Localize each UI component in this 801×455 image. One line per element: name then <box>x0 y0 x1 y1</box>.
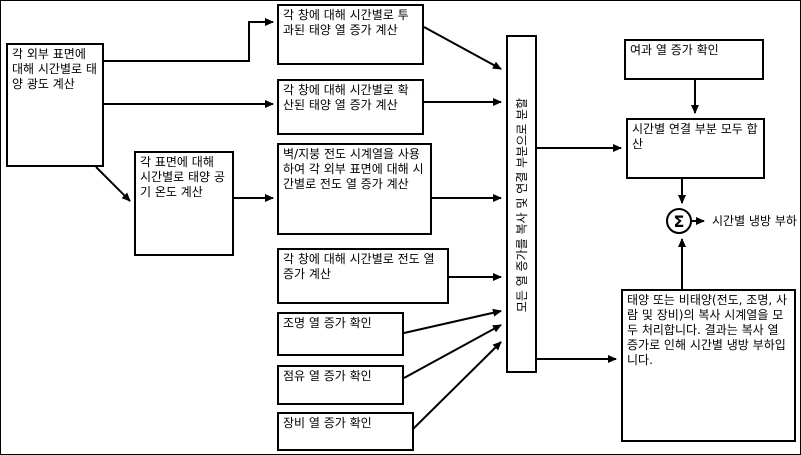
node-window-conduction-gain: 각 창에 대해 시간별로 전도 열 증가 계산 <box>277 248 449 304</box>
node-infiltration-gain: 여과 열 증가 확인 <box>624 39 764 80</box>
split-vertical-label: 모든 열 증가를 복사 및 연결 부분으로 분할 <box>515 97 529 313</box>
node-split-radiant-convective: 모든 열 증가를 복사 및 연결 부분으로 분할 <box>506 35 537 373</box>
node-sol-air-temperature: 각 표면에 대해 시간별로 태양 공기 온도 계산 <box>134 151 234 256</box>
node-wall-roof-conduction-gain: 벽/지붕 전도 시계열을 사용하여 각 외부 표면에 대해 시간별로 전도 열 … <box>277 143 432 235</box>
node-transmitted-solar-gain: 각 창에 대해 시간별로 투과된 태양 열 증가 계산 <box>277 4 424 65</box>
arrow-equipment-to-split <box>412 341 502 430</box>
node-sum-convective-portions: 시간별 연결 부분 모두 합산 <box>626 118 765 179</box>
arrow-lighting-to-split <box>403 308 502 334</box>
node-equipment-gain: 장비 열 증가 확인 <box>277 412 414 451</box>
arrow-transmitted-to-split <box>423 26 502 70</box>
hourly-cooling-load-label: 시간별 냉방 부하 <box>712 214 797 228</box>
arrow-solar-to-transmitted <box>104 18 274 62</box>
node-diffuse-solar-gain: 각 창에 대해 시간별로 확산된 태양 열 증가 계산 <box>277 79 424 135</box>
arrow-solar-to-solair <box>95 166 131 202</box>
node-occupancy-gain: 점유 열 증가 확인 <box>277 365 404 405</box>
node-solar-intensity: 각 외부 표면에 대해 시간별로 태양 광도 계산 <box>6 43 104 167</box>
arrow-occupancy-to-split <box>403 324 502 379</box>
sigma-icon: Σ <box>673 211 685 231</box>
sigma-sum-node: Σ <box>666 208 692 234</box>
node-lighting-gain: 조명 열 증가 확인 <box>277 312 404 356</box>
node-radiant-time-series-process: 태양 또는 비태양(전도, 조명, 사람 및 장비)의 복사 시계열을 모두 처… <box>621 289 796 442</box>
